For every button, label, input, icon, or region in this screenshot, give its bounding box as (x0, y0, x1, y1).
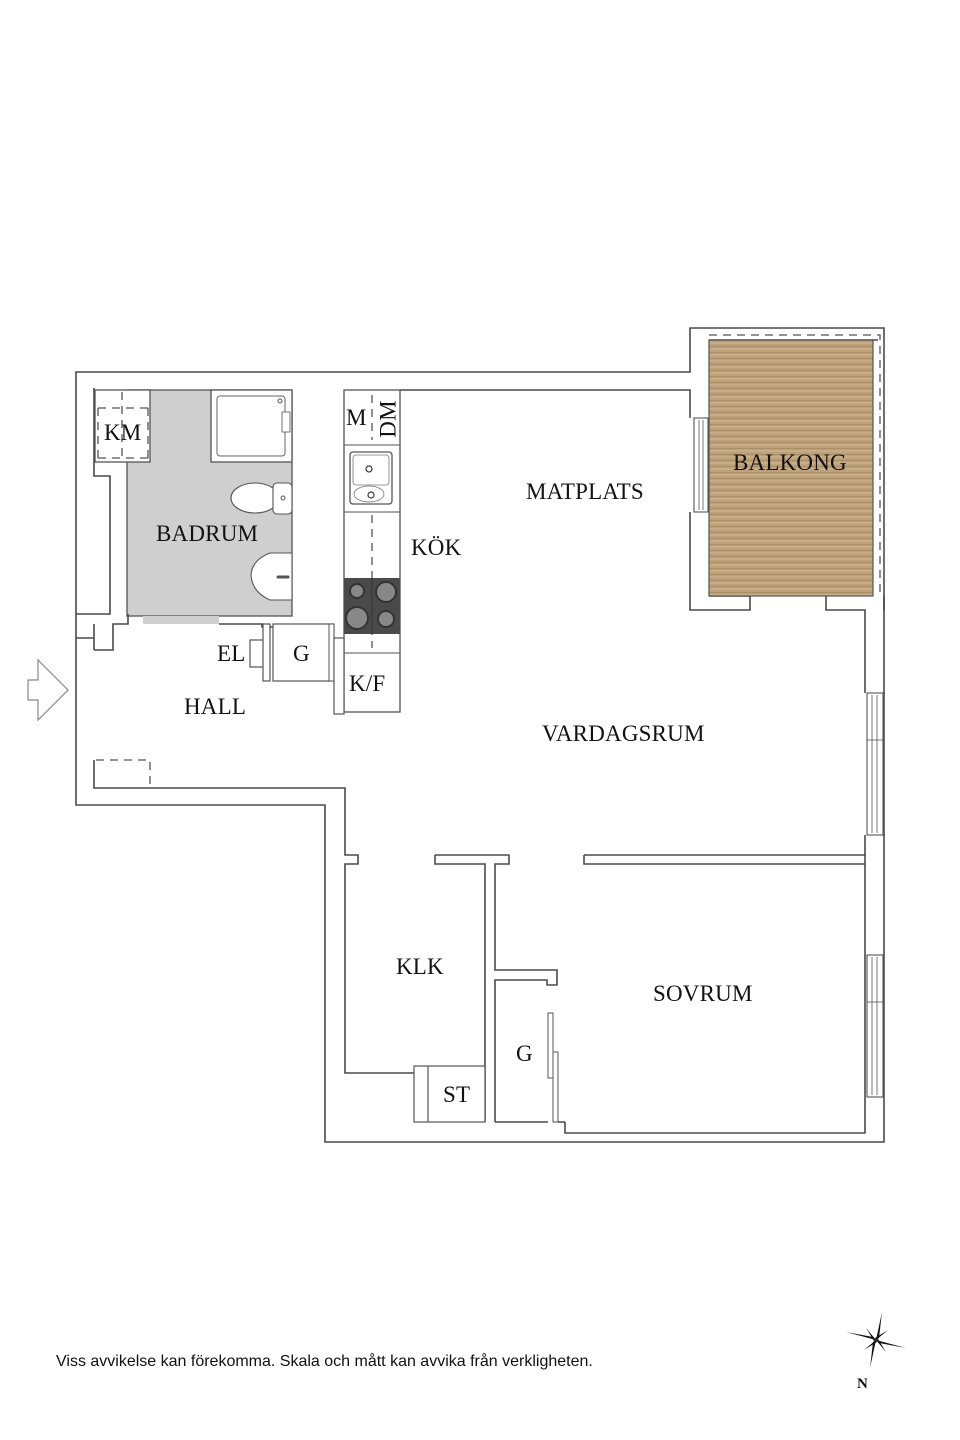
room-label-km: KM (104, 420, 142, 445)
entrance-arrow-icon (27, 658, 69, 722)
room-label-g-sovrum: G (516, 1041, 533, 1066)
room-label-g-hall: G (293, 641, 310, 666)
room-label-kok: KÖK (411, 535, 462, 560)
room-label-dm: DM (370, 400, 401, 437)
room-label-el: EL (217, 641, 246, 666)
room-label-dm-text: DM (375, 400, 401, 438)
room-label-badrum: BADRUM (156, 521, 259, 546)
compass-rose-icon (846, 1312, 906, 1368)
room-label-kf: K/F (349, 671, 386, 696)
room-label-klk: KLK (396, 954, 444, 979)
room-label-balkong: BALKONG (733, 450, 847, 475)
room-label-st: ST (443, 1082, 471, 1107)
balcony (708, 334, 885, 610)
interior-walls (76, 389, 866, 1134)
room-label-m: M (346, 405, 367, 430)
room-label-hall: HALL (184, 694, 247, 719)
room-label-vardagsrum: VARDAGSRUM (542, 721, 705, 746)
room-label-matplats: MATPLATS (526, 479, 644, 504)
disclaimer-text: Viss avvikelse kan förekomma. Skala och … (56, 1353, 593, 1370)
room-label-sovrum: SOVRUM (653, 981, 753, 1006)
windows (693, 417, 884, 1098)
bathroom (94, 389, 293, 624)
compass-north-label: N (857, 1376, 868, 1392)
kitchen-counter (343, 389, 401, 713)
